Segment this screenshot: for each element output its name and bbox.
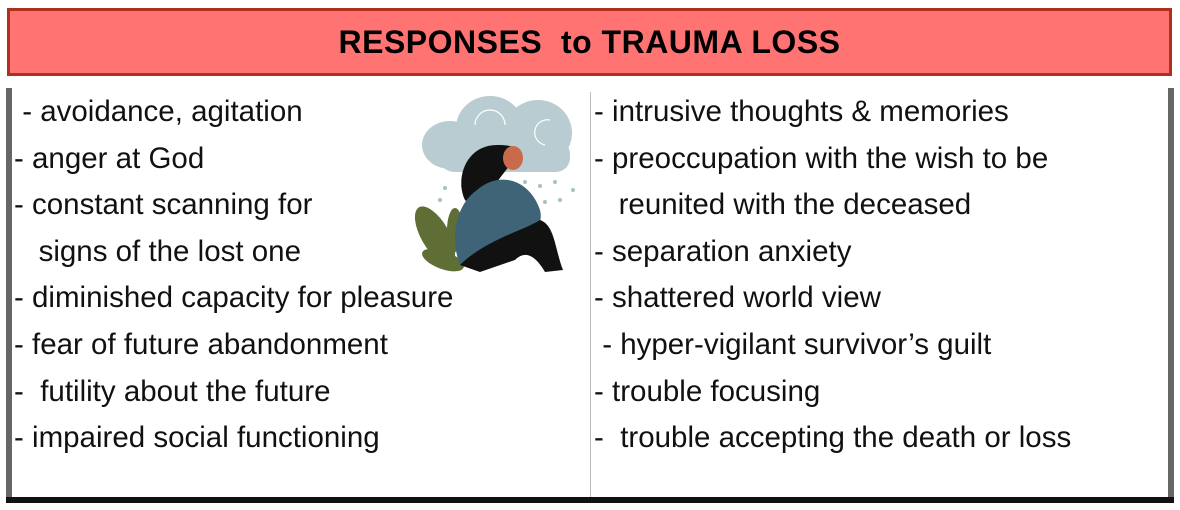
list-item: - shattered world view <box>594 281 881 315</box>
list-item: - trouble focusing <box>594 374 821 408</box>
right-list: - intrusive thoughts & memories - preocc… <box>594 89 1071 462</box>
list-item: - avoidance, agitation <box>14 95 303 128</box>
list-item: - preoccupation with the wish to be <box>594 141 1049 175</box>
left-border <box>6 88 12 500</box>
list-item: signs of the lost one <box>14 234 301 268</box>
right-border <box>1168 88 1174 500</box>
list-item: - constant scanning for <box>14 188 313 222</box>
list-item: - hyper-vigilant survivor’s guilt <box>594 327 992 361</box>
list-item: - impaired social functioning <box>14 421 380 455</box>
list-item: - diminished capacity for pleasure <box>14 281 454 315</box>
list-item: - intrusive thoughts & memories <box>594 95 1009 128</box>
list-item: - fear of future abandonment <box>14 327 388 361</box>
list-item: - trouble accepting the death or loss <box>594 421 1072 455</box>
list-item: - futility about the future <box>14 374 331 408</box>
legs <box>460 220 563 272</box>
list-item: - anger at God <box>14 141 205 175</box>
list-item: reunited with the deceased <box>594 188 972 222</box>
page-title: RESPONSES to TRAUMA LOSS <box>7 8 1172 76</box>
face <box>503 146 523 170</box>
sad-woman-rain-illustration <box>414 96 575 272</box>
left-list: - avoidance, agitation - anger at God - … <box>14 89 453 462</box>
bottom-border <box>6 497 1174 503</box>
list-item: - separation anxiety <box>594 234 852 268</box>
column-divider <box>590 92 591 497</box>
